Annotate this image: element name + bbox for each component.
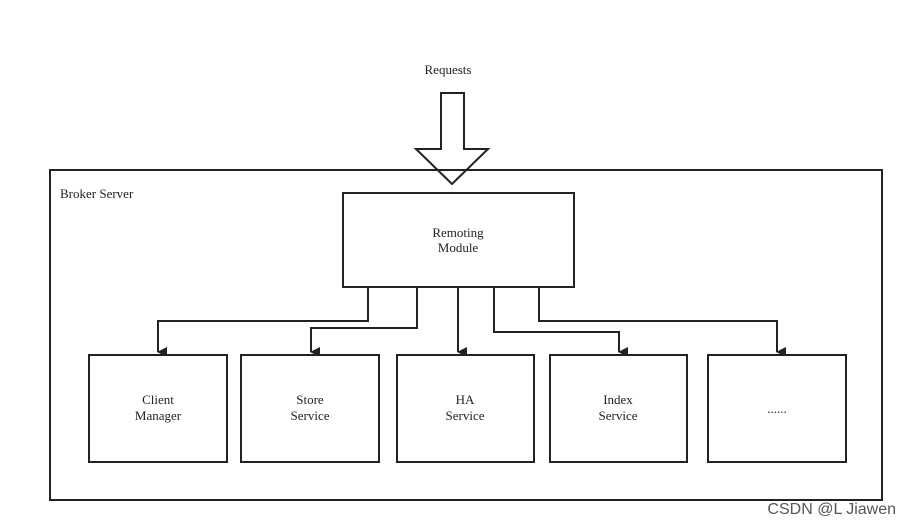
remoting-module-box	[342, 192, 575, 288]
module-store-service: Store Service	[240, 354, 380, 463]
connector-store-service	[310, 287, 418, 357]
broker-server-container	[49, 169, 883, 501]
remoting-module-label-line1: Remoting	[432, 225, 484, 240]
module-label-line1: Index	[603, 392, 633, 407]
module-label-line2: Service	[446, 408, 485, 423]
module-client-manager: Client Manager	[88, 354, 228, 463]
connector-more	[538, 287, 786, 357]
watermark: CSDN @L Jiawen	[767, 501, 896, 518]
connectors	[157, 287, 786, 357]
module-index-service: Index Service	[549, 354, 688, 463]
module-label-line2: Service	[599, 408, 638, 423]
module-label-line1: ......	[767, 401, 787, 416]
module-label-line2: Service	[291, 408, 330, 423]
module-label-line2: Manager	[135, 408, 182, 423]
module-more: ......	[707, 354, 847, 463]
module-label-line1: HA	[456, 392, 475, 407]
connector-client-manager	[157, 287, 369, 357]
broker-server-label: Broker Server	[60, 186, 134, 201]
requests-label: Requests	[425, 62, 472, 77]
remoting-module-label-line2: Module	[438, 240, 479, 255]
requests-arrow	[413, 92, 491, 186]
module-label-line1: Store	[296, 392, 324, 407]
module-label-line1: Client	[142, 392, 174, 407]
connector-index-service	[493, 287, 628, 357]
module-ha-service: HA Service	[396, 354, 535, 463]
